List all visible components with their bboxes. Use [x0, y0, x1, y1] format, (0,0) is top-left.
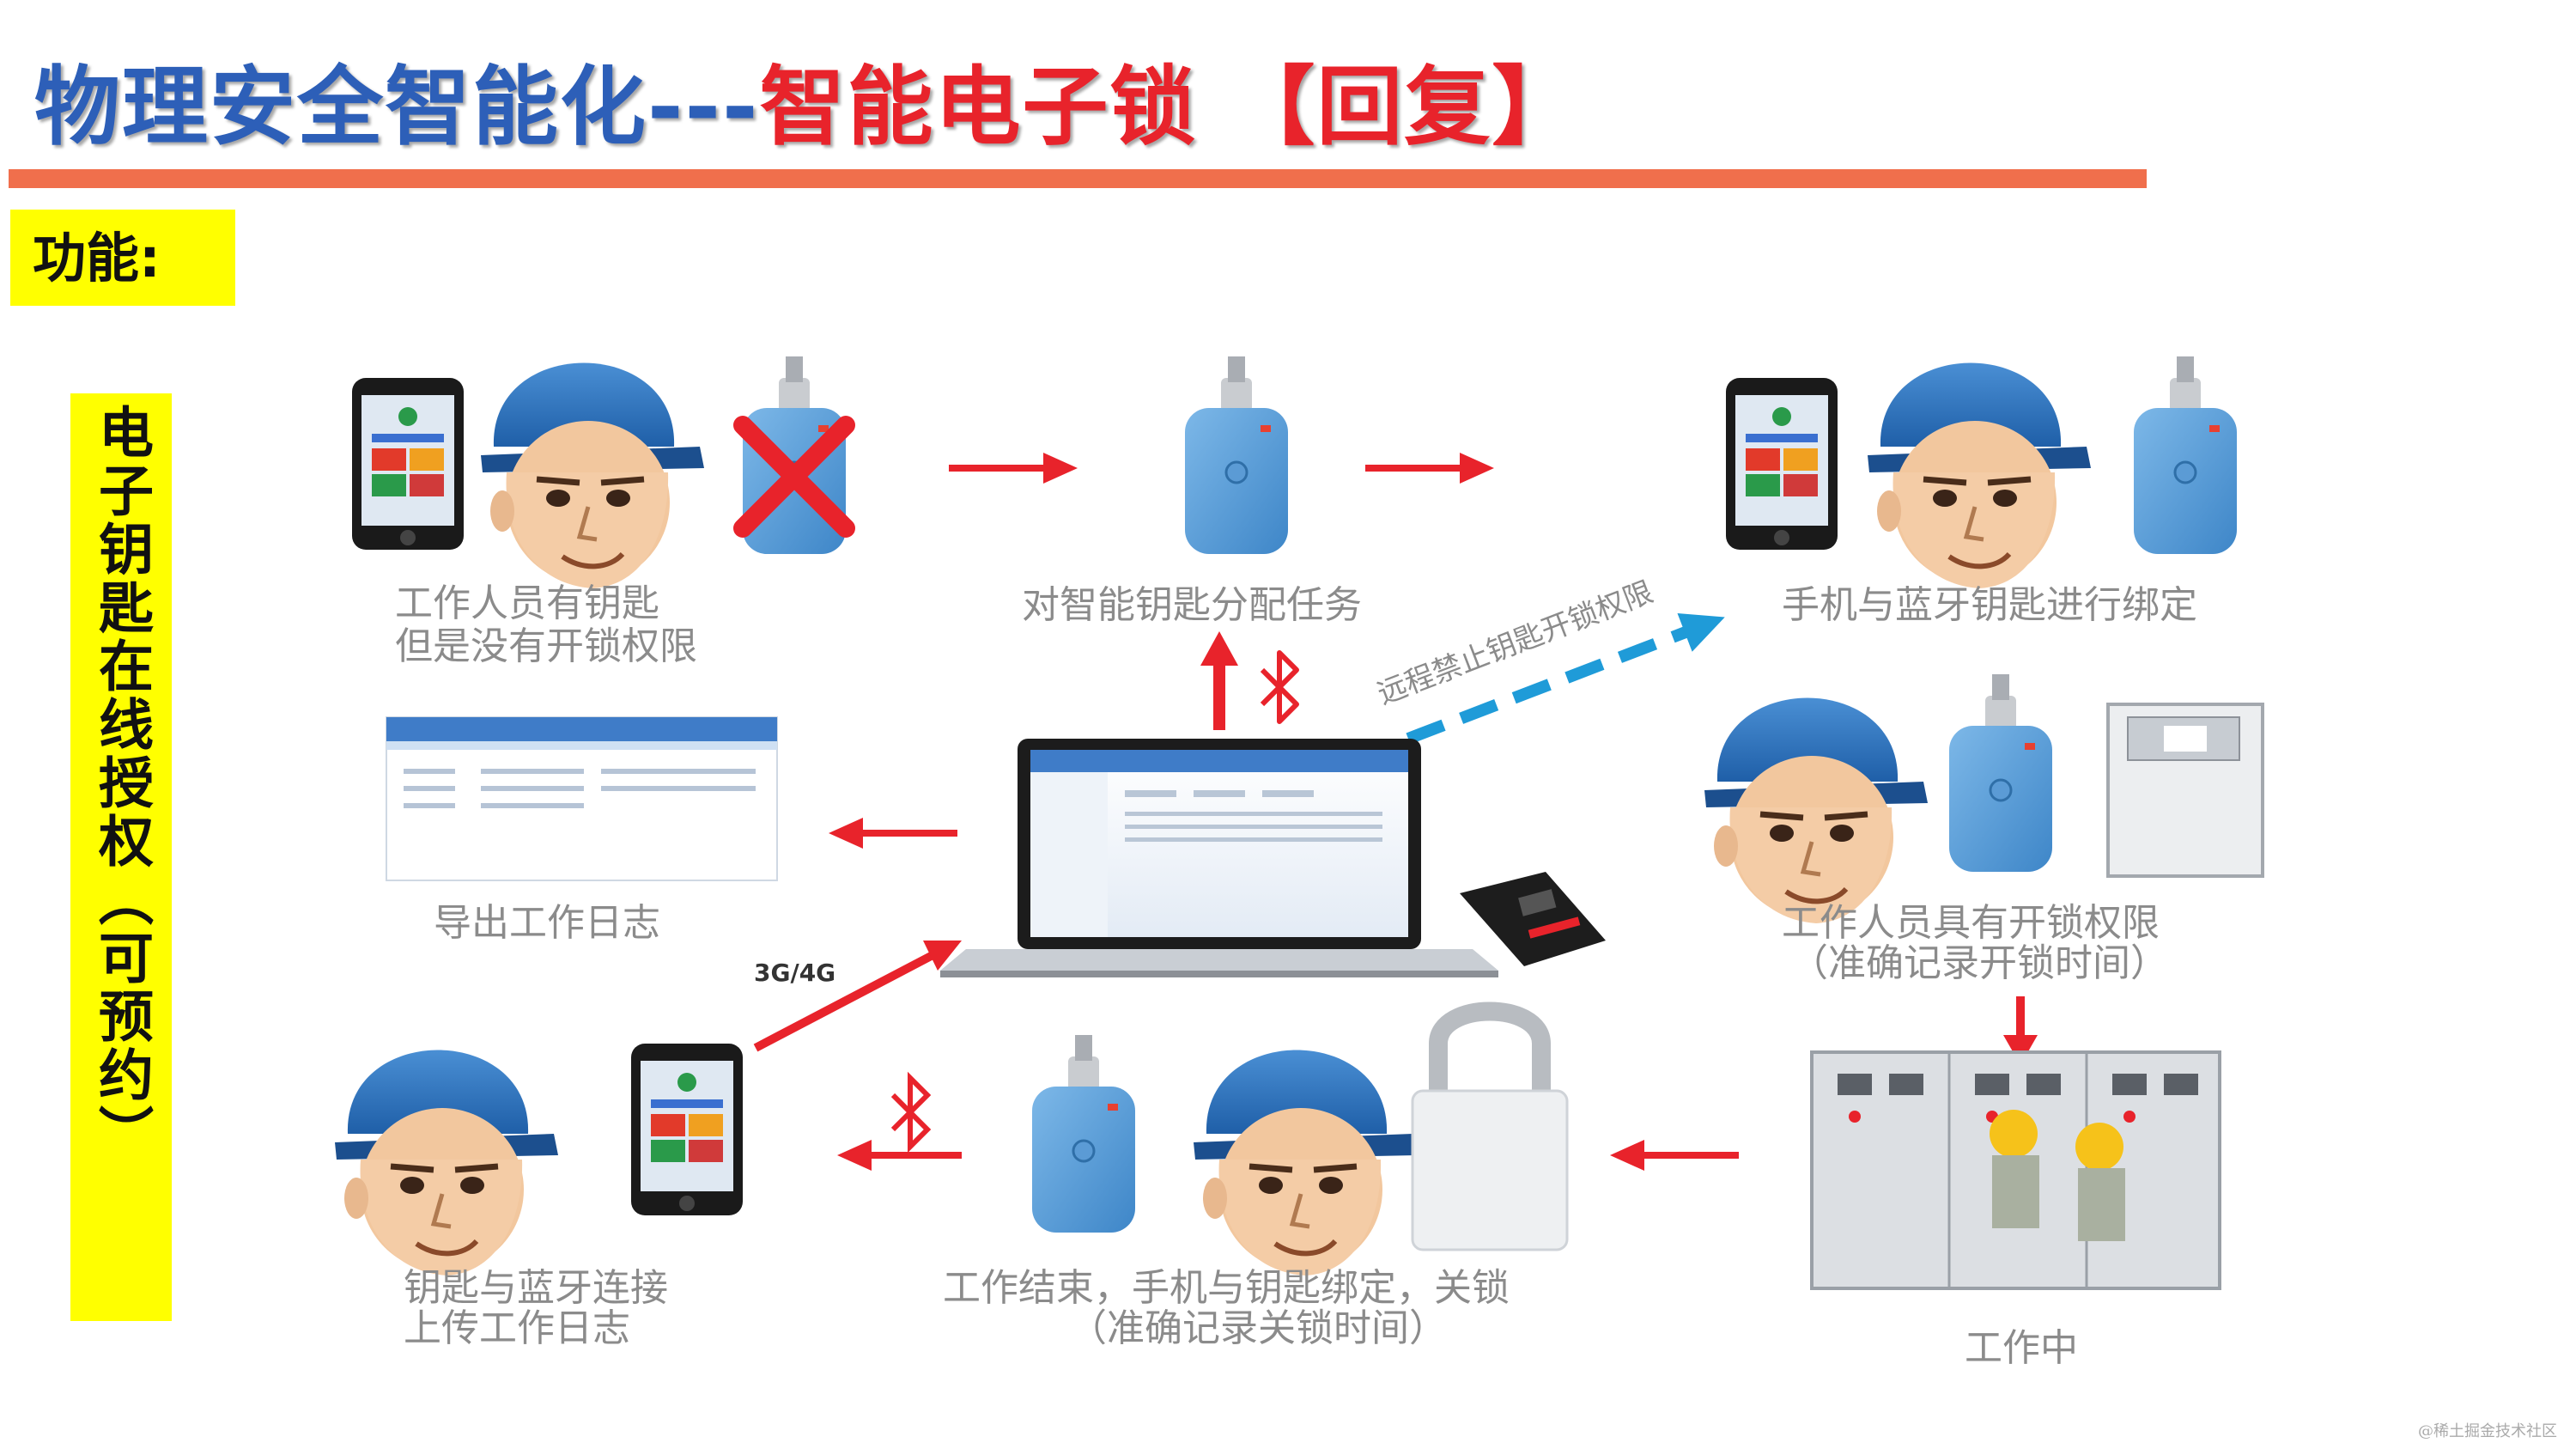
electrical-cabinet-icon [2106, 703, 2264, 878]
worker-icon [1704, 698, 1928, 924]
caption-assign-task: 对智能钥匙分配任务 [1022, 583, 1362, 627]
card-reader-icon [1460, 872, 1606, 966]
bluetooth-crossed-icon [890, 1071, 932, 1154]
worker-icon [1868, 363, 2091, 589]
bluetooth-key-icon [1030, 1033, 1137, 1234]
caption-has-permission-line2: （准确记录开锁时间） [1790, 941, 2168, 985]
smartphone-icon [631, 1044, 743, 1215]
smartphone-icon [1726, 378, 1838, 550]
caption-bind-phone: 手机与蓝牙钥匙进行绑定 [1782, 583, 2197, 627]
padlock-icon [1411, 1002, 1569, 1251]
title-part-1: 物理安全智能化--- [34, 57, 760, 157]
arrow-right-icon [949, 453, 1078, 484]
bluetooth-key-icon [1947, 673, 2054, 874]
page-title: 物理安全智能化---智能电子锁 【回复】 [34, 52, 1579, 163]
caption-export-log: 导出工作日志 [434, 901, 660, 945]
remote-label: 远程禁止钥匙开锁权限 [1373, 575, 1658, 711]
caption-no-permission-line2: 但是没有开锁权限 [395, 624, 697, 668]
worker-icon [335, 1050, 558, 1276]
caption-upload-log-line1: 钥匙与蓝牙连接 [404, 1266, 668, 1310]
network-label: 3G/4G [754, 959, 835, 987]
remote-dashed-arrow [1406, 612, 1725, 745]
title-underline [9, 169, 2147, 188]
caption-lock-line1: 工作结束，手机与钥匙绑定，关锁 [943, 1266, 1510, 1310]
bluetooth-icon [1260, 650, 1299, 724]
caption-has-permission-line1: 工作人员具有开锁权限 [1782, 901, 2160, 945]
arrow-right-icon [1365, 453, 1494, 484]
function-label-box [10, 210, 235, 306]
worker-icon [1194, 1050, 1417, 1276]
arrow-up-icon [1200, 631, 1238, 730]
arrow-left-icon [1610, 1140, 1739, 1171]
caption-lock-line2: （准确记录关锁时间） [1069, 1306, 1447, 1350]
network-arrow [753, 941, 962, 1052]
watermark-credit: @稀土掘金技术社区 [2418, 1422, 2557, 1440]
smartphone-icon [352, 378, 464, 550]
laptop-icon [940, 739, 1498, 977]
arrow-left-icon [837, 1140, 962, 1171]
side-label: 电子钥匙在线授权（可预约） [89, 404, 153, 1163]
log-screenshot [386, 716, 778, 881]
title-part-2: 智能电子锁 【回复】 [759, 57, 1580, 157]
cross-icon [733, 416, 855, 538]
bluetooth-key-icon [1183, 355, 1290, 556]
side-label-box [70, 393, 172, 1321]
function-label: 功能: [33, 227, 161, 289]
arrow-left-icon [829, 818, 957, 849]
switchboard-workers-illustration [1810, 1050, 2221, 1290]
bluetooth-key-icon [2132, 355, 2239, 556]
caption-no-permission-line1: 工作人员有钥匙 [395, 581, 659, 625]
arrow-down-icon [2003, 996, 2038, 1065]
worker-icon [481, 363, 704, 589]
caption-working: 工作中 [1965, 1326, 2078, 1370]
caption-upload-log-line2: 上传工作日志 [404, 1306, 630, 1350]
